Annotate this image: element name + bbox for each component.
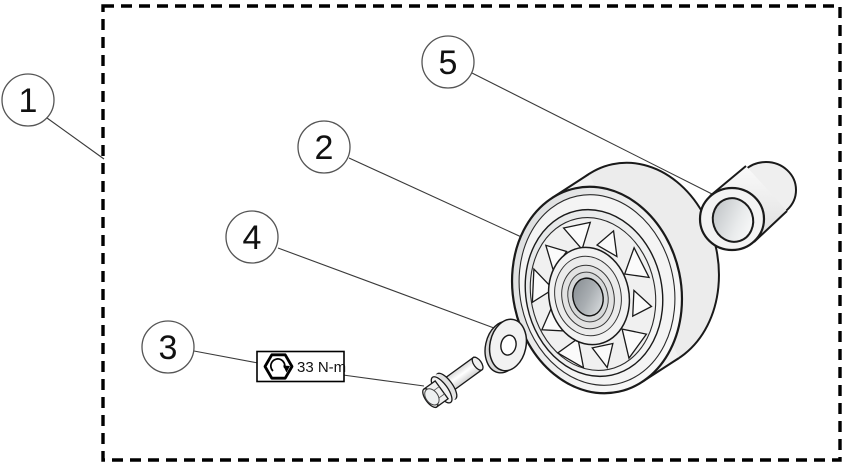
leader-line-5 (471, 72, 713, 195)
leader-lines (46, 72, 713, 387)
spacer-bushing-illustration (698, 161, 797, 252)
callout-3-number: 3 (159, 329, 178, 367)
leader-line-4 (277, 247, 495, 329)
pulley-bore (572, 277, 604, 317)
callout-4-bubble: 4 (225, 210, 279, 264)
idler-pulley-illustration (510, 161, 720, 395)
torque-value-text: 33 N-m (297, 359, 346, 376)
leader-line-3b (342, 374, 425, 387)
callout-2-bubble: 2 (297, 120, 351, 174)
bolt-head-chamfer (424, 388, 440, 406)
washer-illustration (484, 318, 528, 374)
callout-5-bubble: 5 (421, 35, 475, 89)
clockwise-arrow-head (283, 365, 290, 373)
callout-2-number: 2 (315, 129, 334, 167)
callout-3-circle (141, 320, 195, 374)
callout-1-number: 1 (19, 82, 38, 120)
callout-1-circle (1, 73, 55, 127)
callout-3-bubble: 3 (141, 320, 195, 374)
callout-5-number: 5 (439, 44, 458, 82)
boundary-dashed-frame (101, 4, 842, 462)
leader-line-3a (193, 350, 259, 364)
washer-hole (500, 334, 517, 356)
leader-line-2 (348, 157, 529, 241)
callout-4-number: 4 (243, 219, 262, 257)
hex-torque-icon (263, 353, 294, 380)
leader-line-1 (46, 117, 105, 160)
flange-bolt-illustration (422, 356, 484, 409)
callout-bubbles: 1 2 3 4 5 (1, 35, 475, 374)
hex-nut-outline (263, 353, 294, 380)
callout-4-circle (225, 210, 279, 264)
callout-5-circle (421, 35, 475, 89)
bolt-tip (471, 356, 484, 371)
pulley-hub (547, 246, 631, 346)
torque-label: 33 N-m (256, 350, 346, 383)
bushing-bore (711, 197, 755, 243)
clockwise-arrow-arc (270, 358, 286, 372)
callout-2-circle (297, 120, 351, 174)
callout-1-bubble: 1 (1, 73, 55, 127)
